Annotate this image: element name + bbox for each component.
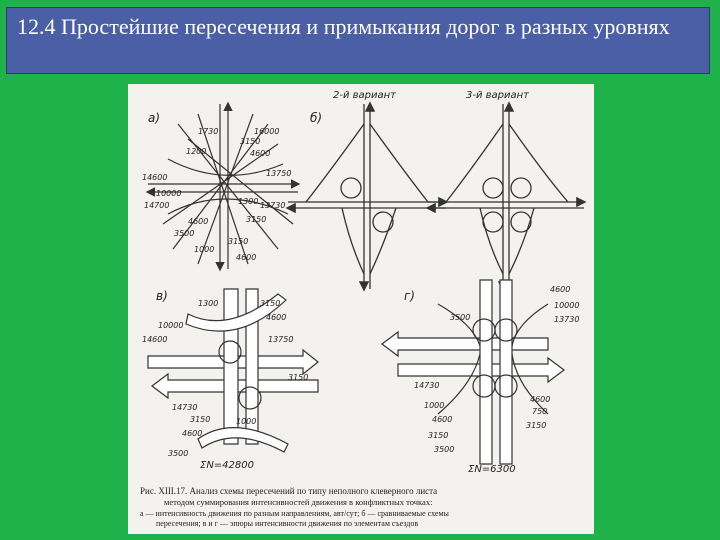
panel-g-value: 4600 [530,395,550,404]
panel-v-sum: ΣN=42800 [200,460,254,471]
panel-v-value: 3150 [288,373,308,382]
panel-a-value: 4600 [236,253,256,262]
panel-a-value: 3500 [174,229,194,238]
panel-v-value: 10000 [158,321,183,330]
caption-line: методом суммирования интенсивностей движ… [164,497,432,507]
panel-a-value: 4600 [250,149,270,158]
panel-a-value: 3150 [228,237,248,246]
panel-b: б) 2-й вариант 3-й вариант [285,90,587,292]
interchange-figure: а) 14600 1200 1730 10000 14700 3150 4600… [128,84,594,534]
panel-v-value: 14600 [142,335,167,344]
panel-v-value: 3150 [190,415,210,424]
panel-a-value: 13750 [266,169,291,178]
variant-3-label: 3-й вариант [466,90,530,101]
panel-v-value: 1000 [236,417,256,426]
panel-g-value: 4600 [432,415,452,424]
panel-b-label: б) [310,111,322,125]
caption-line: Рис. XIII.17. Анализ схемы пересечений п… [140,486,437,496]
panel-a-value: 1200 [186,147,206,156]
variant-3-scheme [425,101,587,292]
panel-a-value: 4600 [188,217,208,226]
panel-a-value: 13730 [260,201,285,210]
panel-a-value: 3150 [246,215,266,224]
panel-a-value: 14600 [142,173,167,182]
panel-g-sum: ΣN=6300 [468,464,516,475]
panel-g-value: 3150 [428,431,448,440]
panel-g-value: 3500 [434,445,454,454]
panel-a-value: 3150 [240,137,260,146]
panel-v-value: 4600 [182,429,202,438]
panel-a-value: 14700 [144,201,169,210]
panel-v-value: 3150 [260,299,280,308]
panel-v: в) 1300 3150 4600 10000 14600 13750 1473… [142,288,319,471]
caption-line: пересечения; в и г — эпюры интенсивности… [156,519,418,528]
panel-a: а) 14600 1200 1730 10000 14700 3150 4600… [142,101,301,272]
panel-g-value: 3500 [450,313,470,322]
interchange-diagram: а) 14600 1200 1730 10000 14700 3150 4600… [140,90,587,528]
variant-2-scheme [285,101,449,292]
panel-g-value: 4600 [550,285,570,294]
panel-v-value: 1300 [198,299,218,308]
panel-g-label: г) [404,289,415,303]
panel-a-label: а) [148,111,160,125]
panel-a-value: 1730 [198,127,218,136]
panel-g: г) 4600 10000 13730 3500 14730 1000 4600… [381,279,579,475]
panel-v-value: 4600 [266,313,286,322]
panel-a-value: 1300 [238,197,258,206]
panel-g-value: 14730 [414,381,439,390]
variant-2-label: 2-й вариант [333,90,397,101]
caption-line: а — интенсивность движения по разным нап… [140,509,450,518]
panel-a-value: 16000 [254,127,279,136]
panel-g-value: 13730 [554,315,579,324]
panel-v-label: в) [156,289,168,303]
panel-v-value: 13750 [268,335,293,344]
panel-g-value: 3150 [526,421,546,430]
panel-g-value: 10000 [554,301,579,310]
figure-caption: Рис. XIII.17. Анализ схемы пересечений п… [140,486,450,528]
panel-a-value: 1000 [194,245,214,254]
panel-a-value: 10000 [156,189,181,198]
slide-title: 12.4 Простейшие пересечения и примыкания… [6,7,710,74]
panel-v-value: 14730 [172,403,197,412]
panel-g-value: 1000 [424,401,444,410]
panel-v-value: 3500 [168,449,188,458]
panel-g-value: 750 [532,407,547,416]
